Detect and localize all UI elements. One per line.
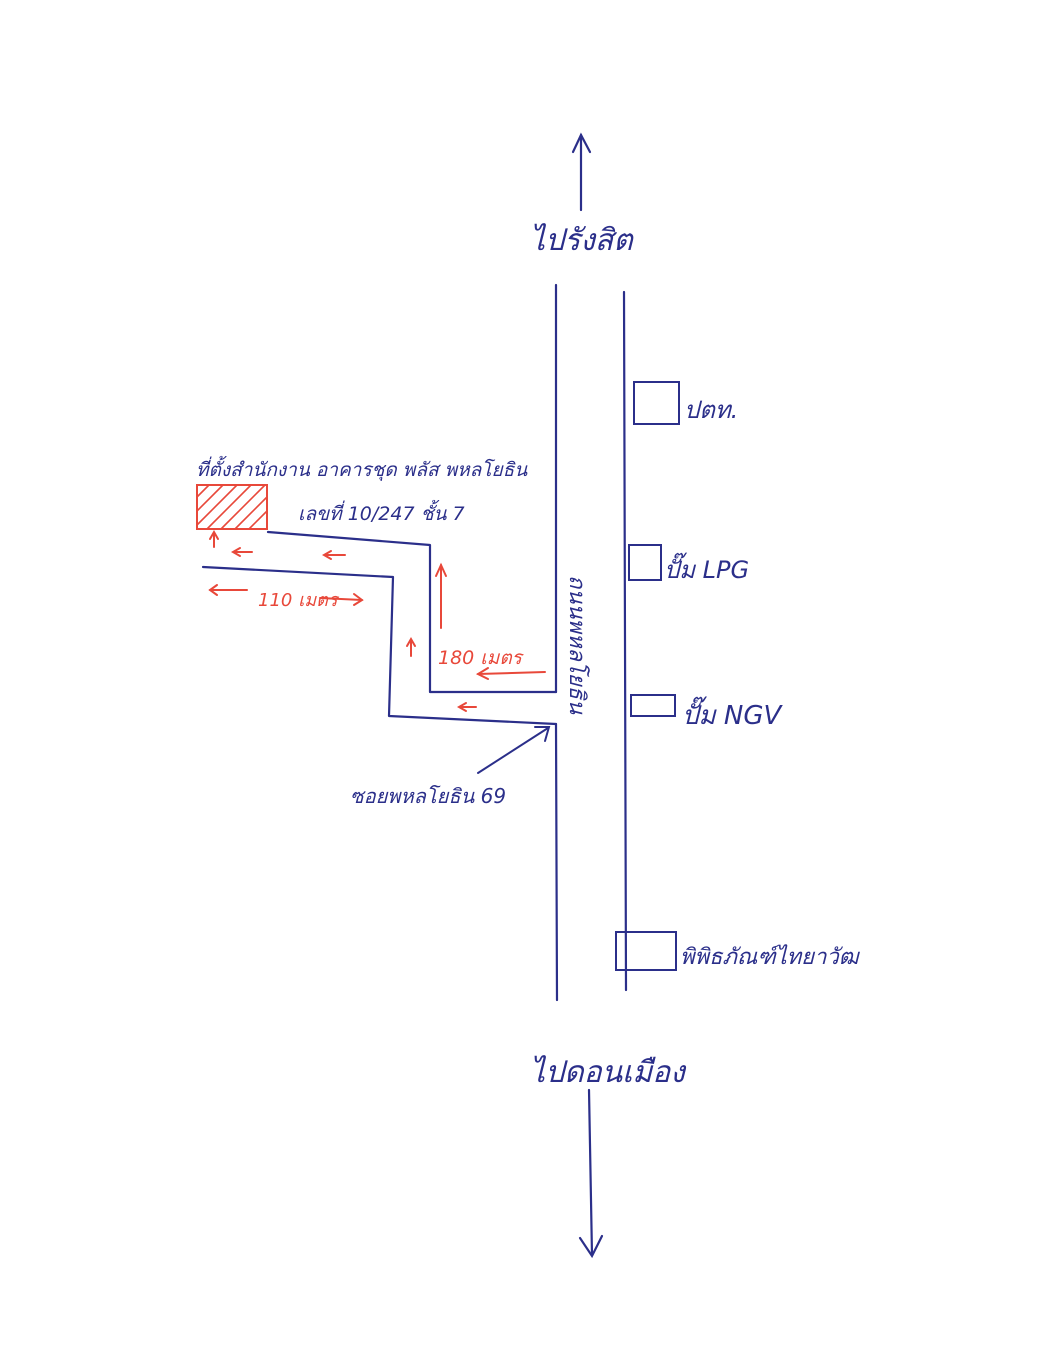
museum-box xyxy=(615,931,677,971)
distance-180-label: 180 เมตร xyxy=(438,647,525,669)
north-arrow xyxy=(571,132,592,212)
south-label: ไปดอนเมือง xyxy=(530,1055,687,1090)
landmark-ngv-label: ปั๊ม NGV xyxy=(682,696,784,731)
distance-110-label: 110 เมตร xyxy=(258,590,340,611)
soi-label: ซอยพหลโยธิน 69 xyxy=(350,784,506,808)
south-arrow xyxy=(578,1088,604,1259)
north-label: ไปรังสิต xyxy=(530,223,634,258)
landmark-lpg-label: ปั๊ม LPG xyxy=(664,552,749,584)
landmark-ptt-label: ปตท. xyxy=(684,396,738,424)
ptt-box xyxy=(633,381,680,425)
soi-pointer-arrow xyxy=(477,726,551,774)
route-arrows xyxy=(208,529,546,712)
soi-road xyxy=(201,530,558,726)
main-road-label: ถนนพหลโยธิน xyxy=(564,575,590,715)
destination-building xyxy=(196,484,268,530)
ngv-box xyxy=(630,694,676,717)
landmark-boxes xyxy=(615,381,680,971)
destination-line1: ที่ตั้งสำนักงาน อาคารชุด พลัส พหลโยธิน xyxy=(196,455,528,481)
destination-line2: เลขที่ 10/247 ชั้น 7 xyxy=(298,499,465,525)
landmark-museum-label: พิพิธภัณฑ์ไทยาวัฒ xyxy=(680,944,861,970)
main-road xyxy=(554,283,628,1002)
lpg-box xyxy=(628,544,662,581)
